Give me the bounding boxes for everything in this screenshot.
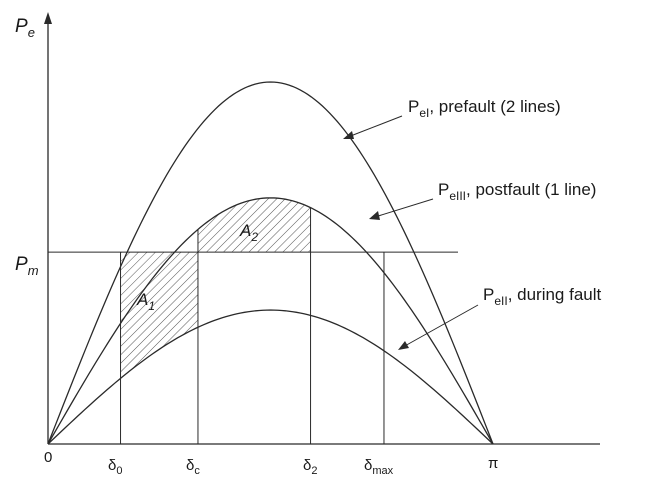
area-a2-label: A2: [239, 221, 258, 244]
during-fault-curve: [47, 309, 494, 445]
tick-delta0: δ0: [108, 457, 122, 477]
postfault-curve: [47, 197, 494, 445]
area-a1-label: A1: [136, 290, 155, 313]
postfault-label: PeIII, postfault (1 line): [438, 180, 596, 203]
pm-label: Pm: [15, 254, 39, 278]
area-a1-hatch: [120, 252, 198, 379]
tick-deltamax: δmax: [364, 457, 394, 477]
during-fault-leader-arrow: [398, 304, 479, 350]
prefault-curve: [47, 81, 494, 445]
origin-label: 0: [44, 449, 52, 466]
tick-pi: π: [488, 455, 498, 472]
area-a2-hatch: [197, 197, 311, 253]
during-fault-label: PeII, during fault: [483, 285, 602, 308]
prefault-label: PeI, prefault (2 lines): [408, 97, 561, 120]
y-axis-title: Pe: [15, 16, 35, 40]
tick-delta2: δ2: [303, 457, 317, 477]
tick-deltac: δc: [186, 457, 200, 477]
y-axis-arrow: [44, 12, 52, 24]
prefault-leader-arrow: [343, 115, 403, 139]
postfault-leader-arrow: [369, 198, 434, 220]
